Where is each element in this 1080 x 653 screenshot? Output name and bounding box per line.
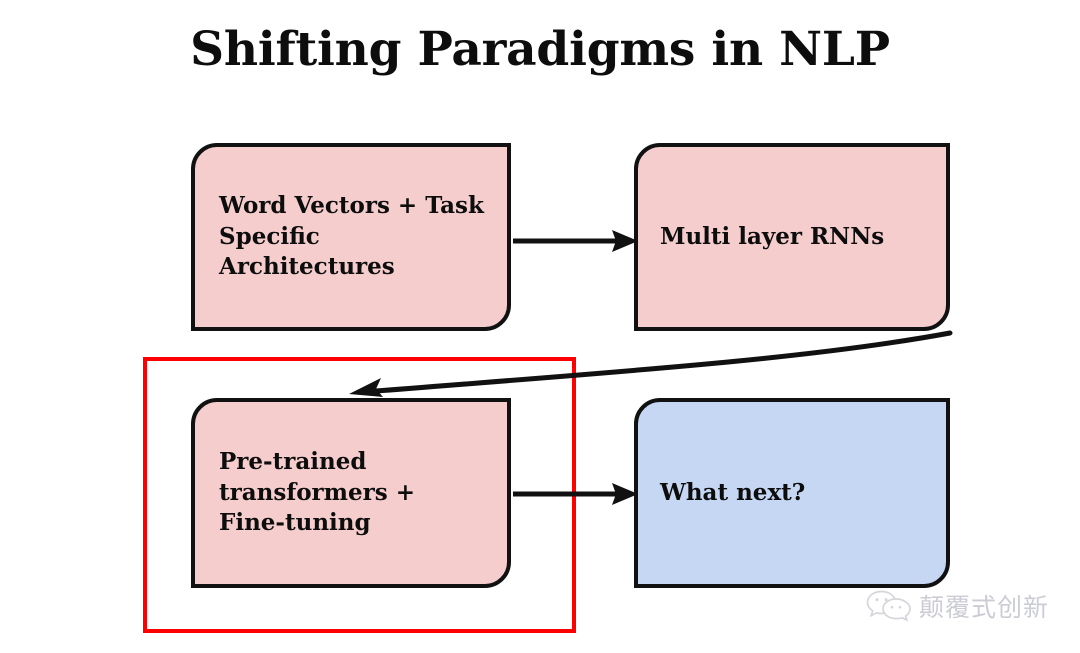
node-multi-layer-rnns[interactable]: Multi layer RNNs <box>634 143 950 331</box>
node-word-vectors-label: Word Vectors + Task Specific Architectur… <box>219 192 484 281</box>
watermark-text: 颠覆式创新 <box>919 593 1050 622</box>
node-what-next-label: What next? <box>660 478 806 506</box>
wechat-icon <box>866 589 912 626</box>
node-pretrained-transformers-label: Pre-trained transformers + Fine-tuning <box>219 448 415 537</box>
watermark: 颠覆式创新 <box>866 589 1049 626</box>
page-title: Shifting Paradigms in NLP <box>190 22 890 77</box>
arrow-word-vectors-to-rnn <box>513 230 638 252</box>
node-what-next[interactable]: What next? <box>634 398 950 588</box>
node-multi-layer-rnns-label: Multi layer RNNs <box>660 222 885 250</box>
node-word-vectors[interactable]: Word Vectors + Task Specific Architectur… <box>191 143 511 331</box>
node-pretrained-transformers[interactable]: Pre-trained transformers + Fine-tuning <box>191 398 511 588</box>
